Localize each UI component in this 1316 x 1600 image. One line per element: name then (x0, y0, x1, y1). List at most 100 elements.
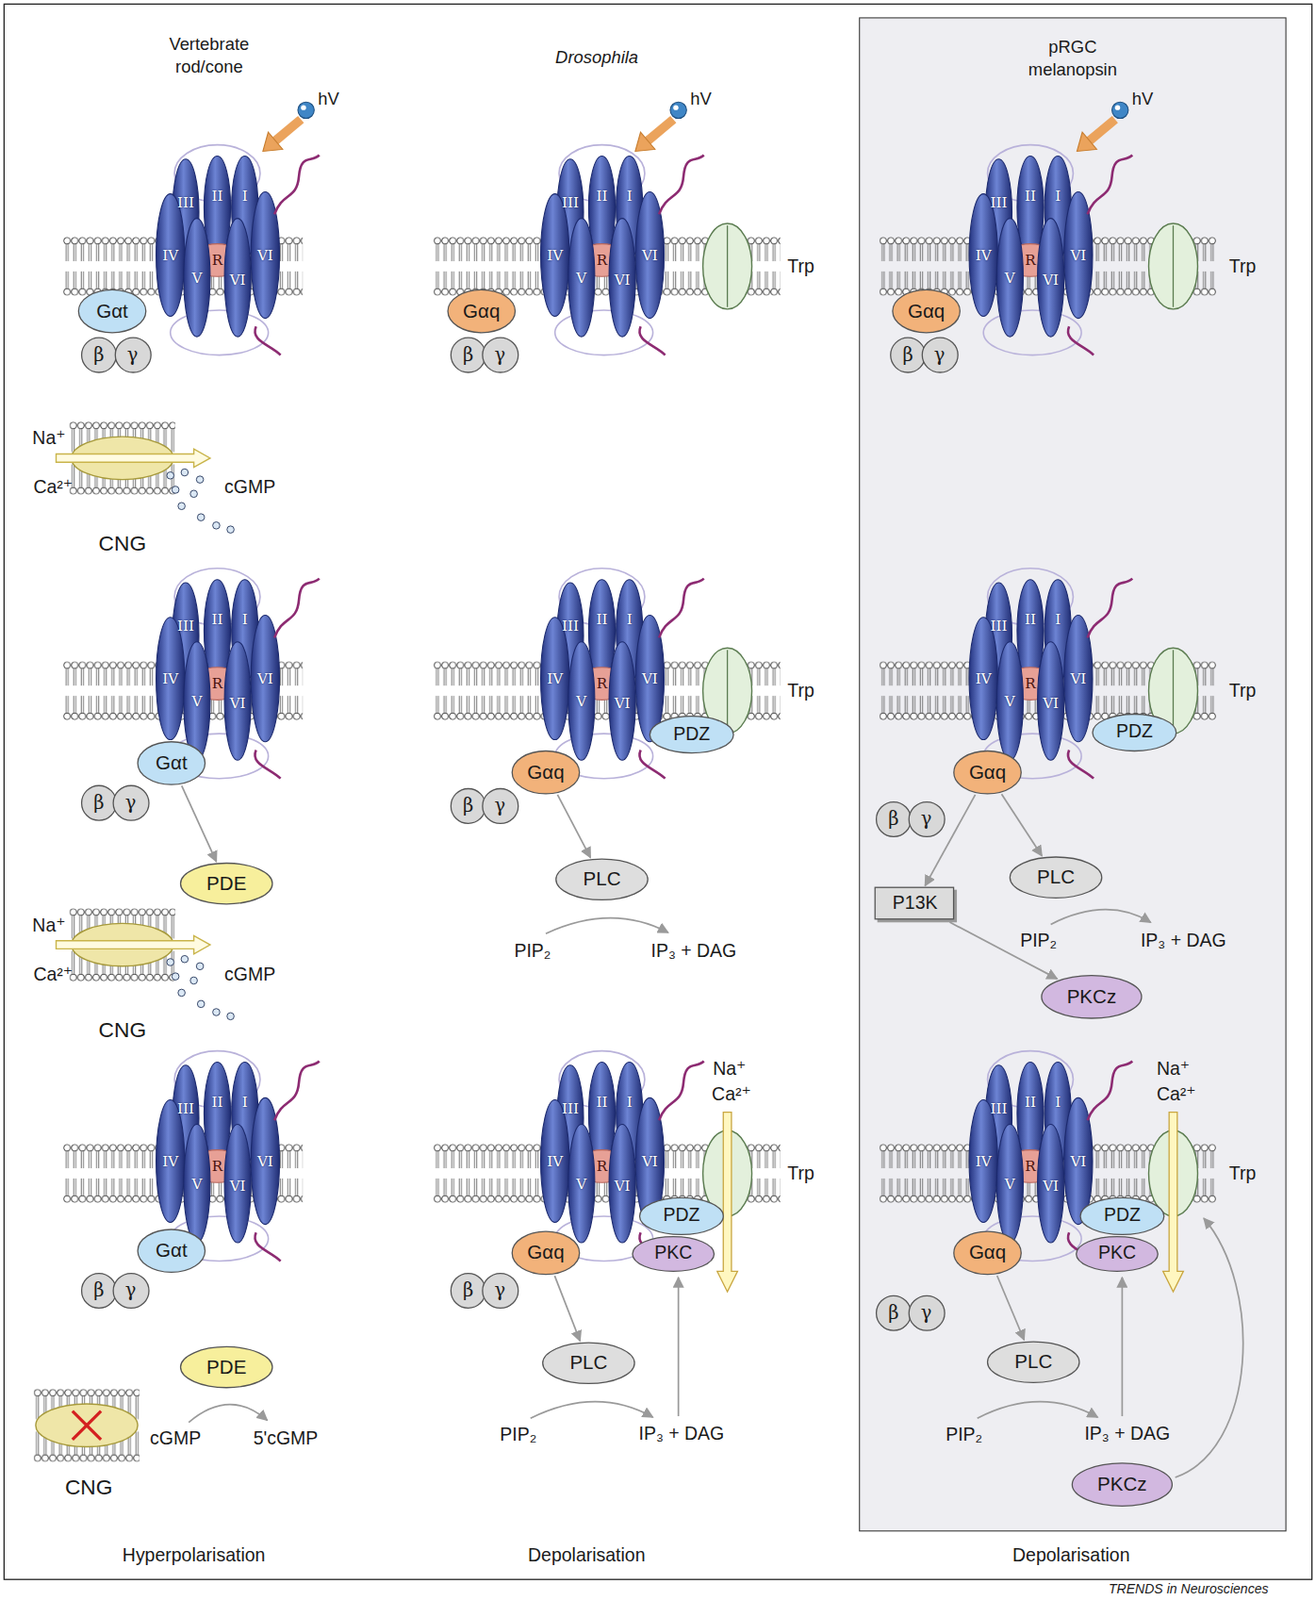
helix-number: VI (614, 271, 631, 288)
node-shape (1041, 975, 1142, 1019)
text-label: CNG (65, 1475, 114, 1500)
enzyme-ellipse: PLC (986, 1340, 1081, 1383)
helix-number: R (1024, 674, 1036, 691)
node-label: PLC (569, 1351, 608, 1374)
helix-number: III (561, 194, 579, 211)
use-part (33, 1388, 141, 1463)
text-label: TRENDS in Neurosciences (1108, 1581, 1269, 1597)
node-shape (1009, 856, 1102, 898)
helix-number: R (596, 674, 608, 691)
helix-number: II (212, 610, 224, 627)
helix-number: V (575, 692, 587, 709)
node-shape (82, 337, 117, 373)
text-label: Trp (787, 679, 815, 701)
helix-number: IV (546, 1152, 563, 1169)
node-shape (954, 750, 1021, 793)
helix-number: II (595, 1093, 608, 1110)
g-beta-gamma: β (875, 1294, 913, 1332)
node-label: Gαq (526, 761, 564, 784)
helix-number: III (989, 194, 1007, 211)
g-beta-gamma: β (449, 787, 487, 824)
node-label: γ (493, 795, 506, 816)
node-shape (892, 289, 960, 332)
helix-number: R (1024, 251, 1036, 268)
g-alpha-t: Gαt (136, 1228, 207, 1274)
node-label: Gαt (155, 752, 188, 774)
g-beta-gamma: β (449, 1271, 487, 1309)
node-label: PKCz (1067, 986, 1118, 1008)
node-shape (481, 1273, 518, 1309)
g-beta-gamma: γ (111, 1271, 149, 1309)
node-shape (180, 1346, 273, 1387)
helix-number: V (191, 692, 202, 709)
node-label: Gαq (969, 1242, 1006, 1265)
node-shape (1071, 1463, 1172, 1506)
panel-band: pRGC melanopsinGαqβγPDZGαqβγP13KPLCPKCzP… (859, 17, 1285, 1530)
scaffold-ellipse: PDZ (648, 715, 735, 755)
g-beta-gamma: β (449, 336, 487, 374)
g-alpha-q: Gαq (510, 749, 581, 795)
node-shape (450, 337, 486, 373)
node-label: P13K (892, 893, 938, 914)
use-part (263, 101, 314, 151)
text-label: Depolarisation (1012, 1545, 1131, 1566)
node-shape (890, 337, 926, 373)
helix-number: I (626, 187, 633, 204)
text-label: Hyperpolarisation (122, 1545, 266, 1566)
node-shape (113, 785, 149, 821)
g-alpha-q: Gαq (953, 749, 1023, 795)
path-part (1163, 1112, 1185, 1292)
node-label: PDE (206, 1356, 247, 1379)
figure-frame (3, 3, 1312, 1580)
signal-arrow (554, 1275, 580, 1341)
node-shape (447, 289, 515, 332)
g-beta-gamma: β (80, 1271, 117, 1309)
node-shape (450, 789, 486, 824)
helix-number: VI (230, 694, 247, 711)
node-shape (640, 1197, 724, 1234)
helix-number: III (177, 617, 195, 634)
kinase-ellipse: PKC (1075, 1235, 1160, 1273)
text-label: Trp (1229, 679, 1257, 701)
kinase-ellipse: PKC (631, 1235, 716, 1273)
panel-ground (859, 17, 1285, 1530)
path-part (1175, 1217, 1244, 1478)
node-label: γ (127, 345, 139, 365)
signal-arrow (949, 921, 1057, 979)
node-label: PDZ (1116, 722, 1153, 742)
helix-number: VI (641, 246, 658, 264)
trp-channels (703, 223, 1199, 1217)
path-part (717, 1112, 739, 1292)
helix-number: I (1054, 187, 1061, 204)
text-label: Ca²⁺ (32, 963, 73, 985)
node-shape (481, 337, 518, 373)
node-label: β (462, 345, 474, 365)
node-label: PKCz (1097, 1473, 1148, 1496)
g-alpha-q: Gαq (446, 288, 517, 334)
signal-arrow (997, 1275, 1025, 1340)
trp-currents (717, 1112, 1185, 1292)
path-part (188, 1404, 267, 1423)
g-beta-gamma: β (875, 801, 913, 839)
text-label: PIP₂ (945, 1423, 983, 1445)
helix-number: VI (1042, 271, 1059, 288)
helix-number: VI (614, 1177, 631, 1194)
node-shape (921, 337, 958, 373)
node-label: PDZ (673, 723, 710, 744)
enzyme-ellipse: PLC (542, 1341, 637, 1384)
g-beta-gamma: γ (480, 336, 519, 374)
node-label: PLC (1036, 866, 1075, 889)
helix-number: VI (641, 670, 658, 687)
helix-number: III (561, 1100, 579, 1117)
node-label: γ (921, 1302, 933, 1323)
line-part (72, 1411, 101, 1440)
enzyme-ellipse: PDE (179, 861, 274, 905)
kinase-ellipse: PKCz (1070, 1462, 1173, 1508)
scaffold-ellipse: PDZ (1079, 1196, 1166, 1235)
text-label: Na⁺ (1156, 1058, 1190, 1080)
g-alpha-t: Gαt (77, 288, 148, 334)
node-label: γ (934, 345, 946, 365)
node-shape (1076, 1236, 1159, 1272)
text-label: PIP₂ (499, 1423, 537, 1445)
